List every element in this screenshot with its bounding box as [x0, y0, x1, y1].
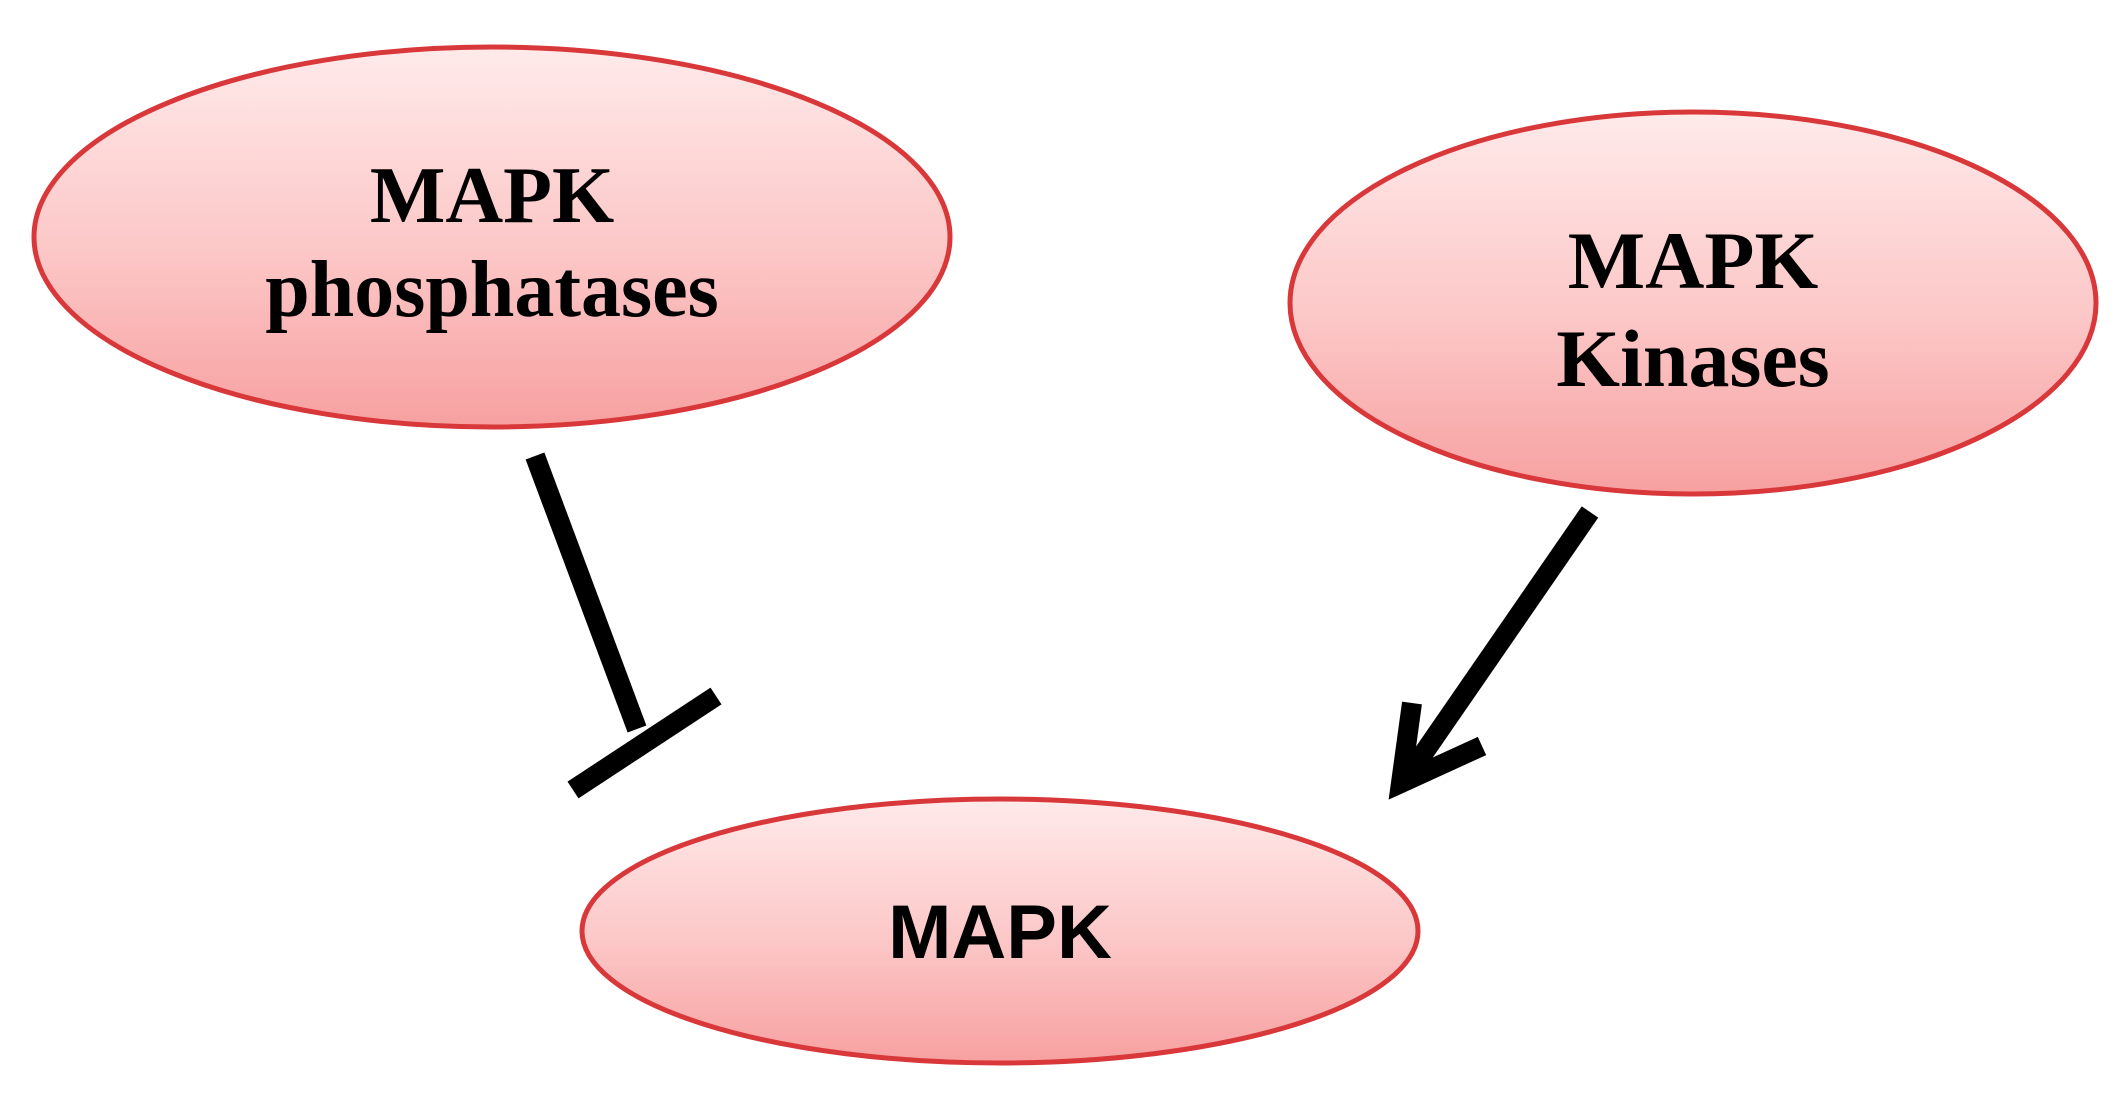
node-mapk-shape [579, 796, 1421, 1066]
node-mapk-phosphatases-shape [31, 44, 953, 430]
node-mapk-label: MAPK [888, 890, 1112, 975]
node-mapk-phosphatases: MAPK phosphatases [31, 44, 953, 430]
node-mapk-kinases-label-line1: MAPK [1568, 215, 1819, 306]
node-mapk-kinases-label-line2: Kinases [1556, 313, 1829, 404]
inhibition-bar [567, 687, 722, 799]
node-mapk-phosphatases-label-line1: MAPK [370, 152, 614, 240]
edge-activation [1388, 506, 1599, 800]
inhibition-edge-line [525, 452, 647, 733]
activation-arrowhead [1388, 701, 1487, 800]
node-mapk-kinases-shape [1287, 109, 2099, 497]
node-mapk: MAPK [579, 796, 1421, 1066]
edge-inhibition [525, 452, 722, 799]
node-mapk-phosphatases-label-line2: phosphatases [265, 246, 719, 334]
node-mapk-kinases: MAPK Kinases [1287, 109, 2099, 497]
activation-edge-line [1403, 506, 1599, 776]
